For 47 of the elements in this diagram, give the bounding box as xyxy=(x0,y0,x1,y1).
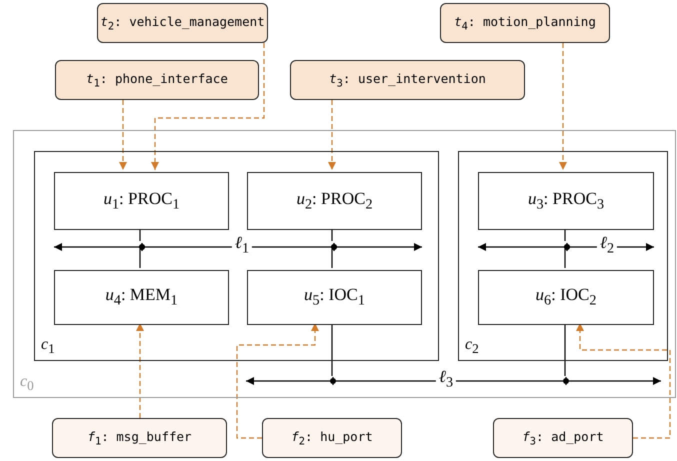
connector-line xyxy=(331,249,333,268)
connector-line xyxy=(331,323,333,376)
unit-label: u$_{6}$: IOC$_{2}$ xyxy=(536,285,596,310)
unit-label: u$_{1}$: PROC$_{1}$ xyxy=(103,188,180,214)
port-label: f$_{3}$: ad_port xyxy=(522,428,604,448)
unit-box xyxy=(247,172,422,230)
task-label: t$_{1}$: phone_interface xyxy=(86,70,228,90)
task-box xyxy=(440,3,610,43)
dashed-arrow xyxy=(119,100,127,170)
unit-box xyxy=(54,270,229,325)
cluster-label: c$_{0}$ xyxy=(20,372,34,394)
cluster-label: c$_{2}$ xyxy=(465,336,479,357)
unit-label: u$_{5}$: IOC$_{1}$ xyxy=(304,285,365,310)
unit-box xyxy=(478,270,654,325)
connector-line xyxy=(564,228,566,241)
task-box xyxy=(97,3,268,43)
unit-label: u$_{4}$: MEM$_{1}$ xyxy=(105,285,178,310)
task-label: t$_{4}$: motion_planning xyxy=(454,14,596,32)
port-label: f$_{2}$: hu_port xyxy=(291,428,373,448)
connector-line xyxy=(564,323,566,376)
task-label: t$_{3}$: user_intervention xyxy=(329,70,486,90)
dashed-arrow xyxy=(559,43,567,170)
port-box xyxy=(262,418,402,458)
task-box xyxy=(290,60,525,100)
dashed-arrow xyxy=(328,100,336,170)
port-label: f$_{1}$: msg_buffer xyxy=(87,428,192,448)
dashed-arrow xyxy=(151,43,265,170)
task-label: t$_{2}$: vehicle_management xyxy=(100,14,265,32)
cluster-box xyxy=(458,151,668,361)
connector-line xyxy=(139,249,141,268)
dashed-arrow xyxy=(136,323,144,418)
unit-label: u$_{2}$: PROC$_{2}$ xyxy=(296,188,373,214)
cluster-box xyxy=(34,151,439,361)
cluster-box xyxy=(13,130,676,398)
port-box xyxy=(493,418,633,458)
dashed-arrow xyxy=(576,323,671,439)
unit-box xyxy=(54,172,229,230)
connector-line xyxy=(564,249,566,268)
task-box xyxy=(55,60,259,100)
cluster-label: c$_{1}$ xyxy=(41,336,55,357)
port-box xyxy=(52,418,227,458)
connector-line xyxy=(331,228,333,241)
connector-line xyxy=(139,228,141,241)
unit-label: u$_{3}$: PROC$_{3}$ xyxy=(528,188,604,214)
unit-box xyxy=(247,270,422,325)
dashed-arrow xyxy=(236,323,319,439)
unit-box xyxy=(478,172,654,230)
